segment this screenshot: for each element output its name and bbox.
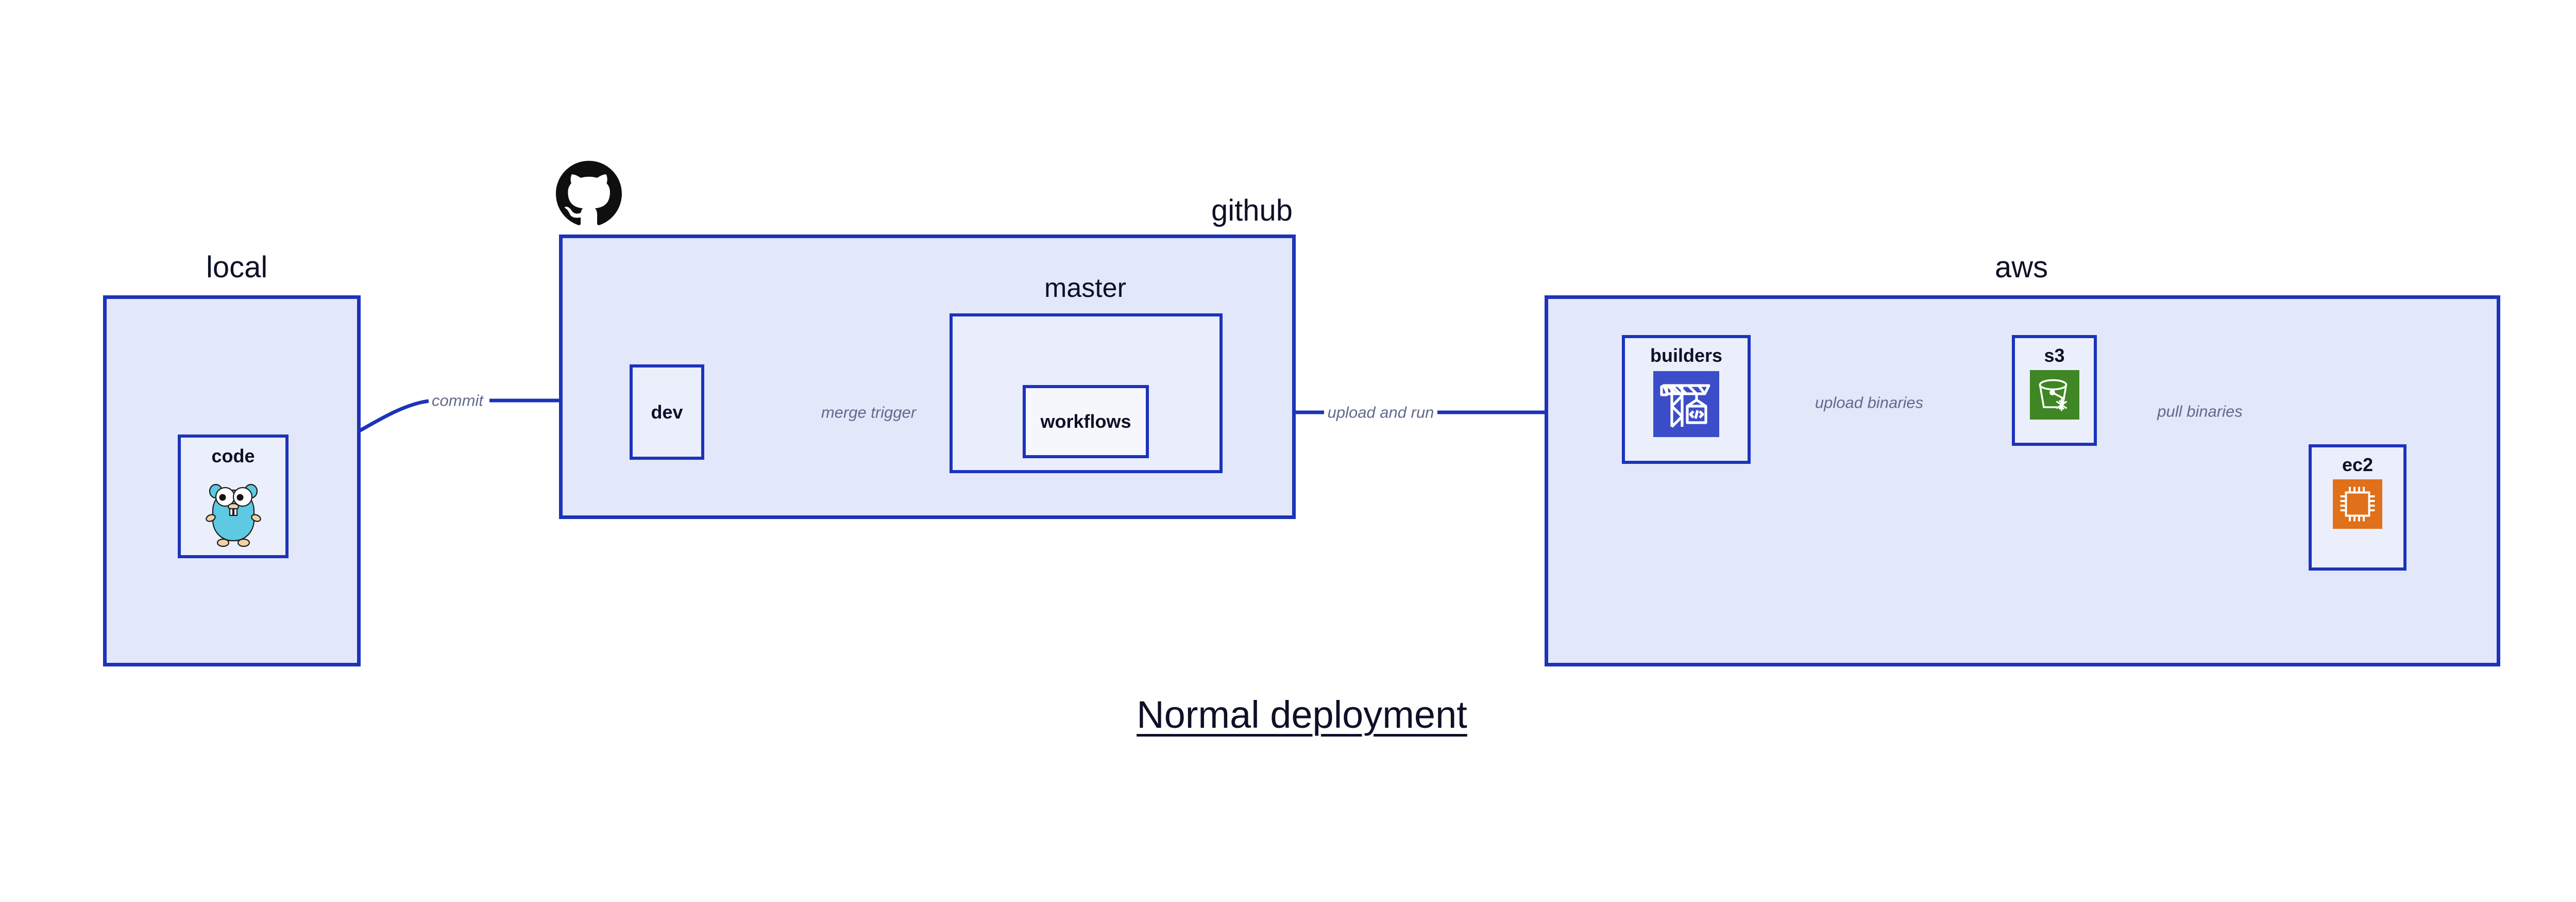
diagram-title: Normal deployment [1137,693,1467,736]
node-workflows[interactable]: workflows [1023,385,1149,458]
edge-label-commit: commit [432,391,483,410]
node-s3[interactable]: s3 [2012,335,2097,446]
node-ec2[interactable]: ec2 [2309,444,2406,571]
go-gopher-icon [205,483,261,547]
node-label-workflows: workflows [1040,411,1131,432]
group-label-github: github [1211,194,1293,227]
node-label-dev: dev [651,401,683,423]
node-label-code: code [211,445,255,466]
group-label-master: master [1044,273,1126,303]
edge-label-upload-binaries: upload binaries [1815,393,1924,412]
node-code[interactable]: code [178,435,289,558]
group-label-aws: aws [1995,250,2048,284]
node-label-s3: s3 [2044,345,2065,366]
edge-label-merge-trigger: merge trigger [821,403,917,422]
node-label-ec2: ec2 [2342,454,2374,475]
edge-label-pull-binaries: pull binaries [2157,402,2243,421]
node-dev[interactable]: dev [630,364,704,460]
aws-builders-crane-icon [1653,371,1719,437]
group-label-local: local [206,250,268,284]
node-builders[interactable]: builders [1622,335,1751,464]
aws-ec2-chip-icon [2333,479,2382,529]
edge-label-upload-and-run: upload and run [1327,403,1434,422]
github-octocat-icon [556,161,622,225]
aws-s3-bucket-icon [2029,370,2079,420]
node-label-builders: builders [1650,345,1723,366]
